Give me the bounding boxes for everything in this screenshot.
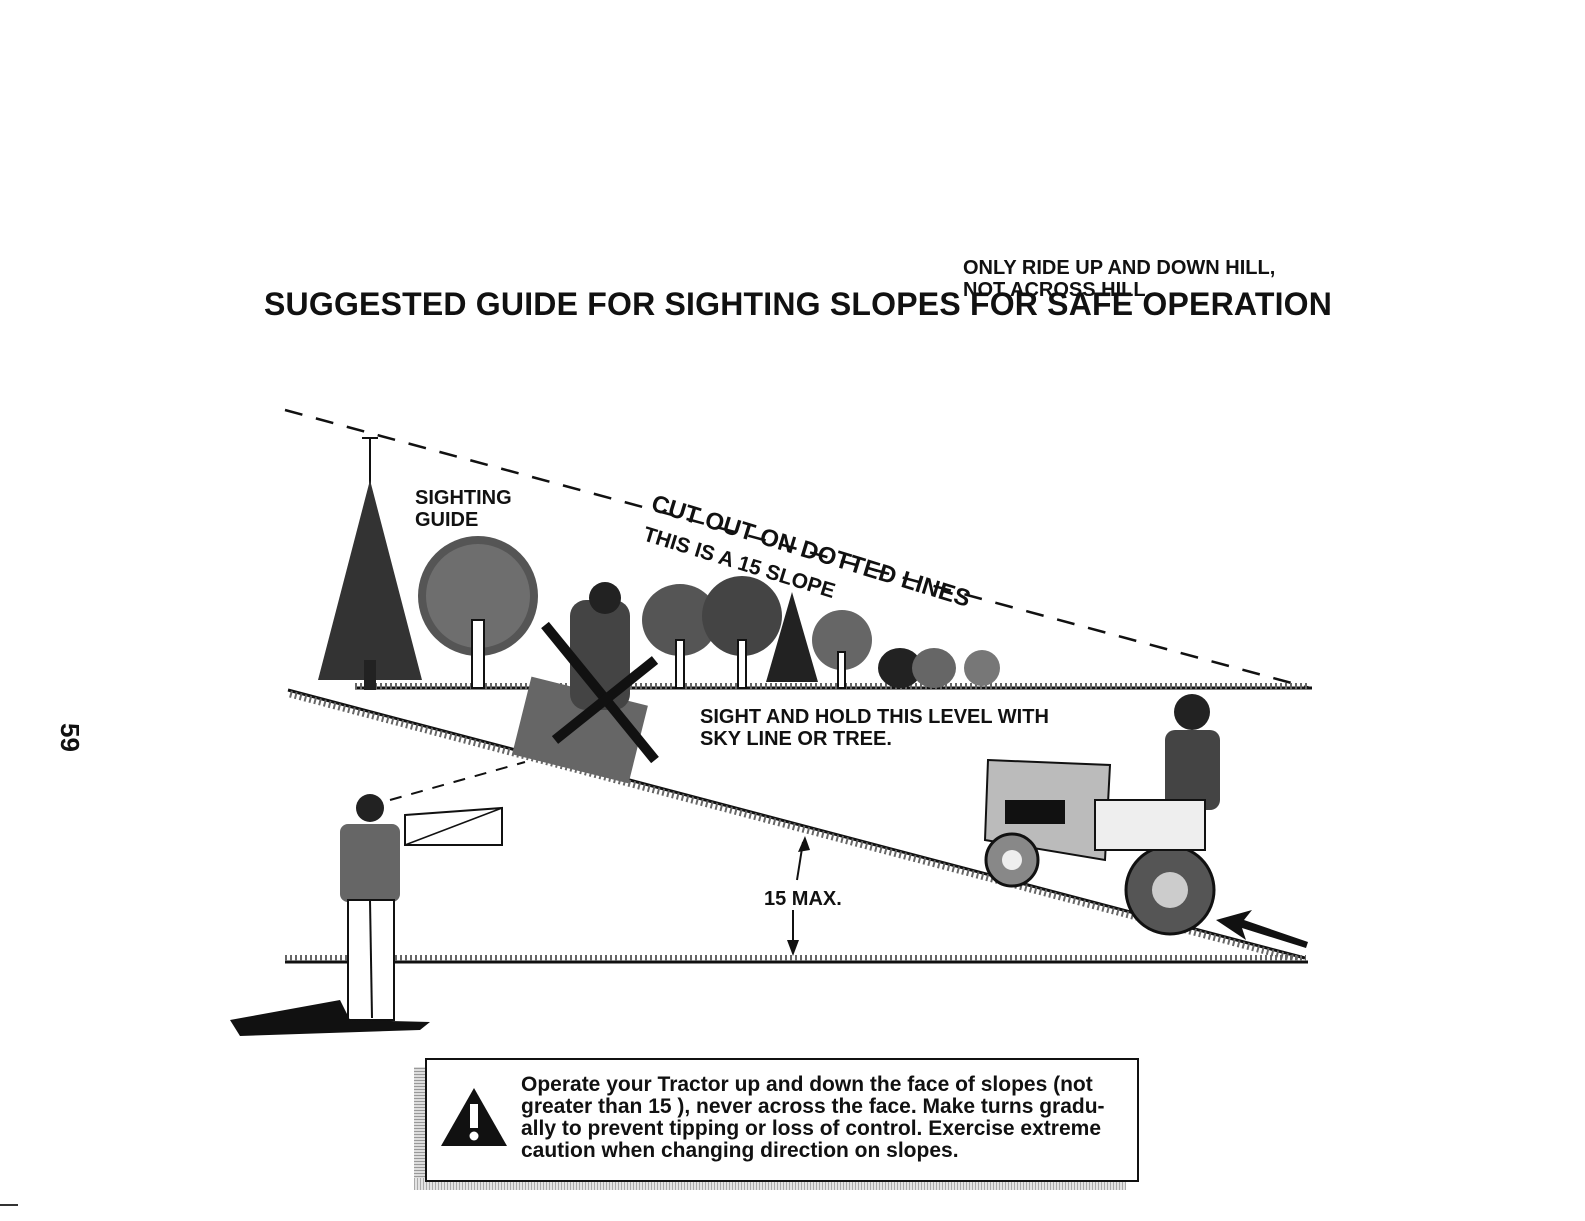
page-title: SUGGESTED GUIDE FOR SIGHTING SLOPES FOR …	[264, 286, 1333, 322]
tree-icon	[318, 480, 422, 690]
ride-instruction-label: ONLY RIDE UP AND DOWN HILL, NOT ACROSS H…	[963, 257, 1276, 301]
tree-icon	[642, 576, 1000, 689]
warning-shadow	[414, 1067, 428, 1189]
warning-box: Operate your Tractor up and down the fac…	[425, 1058, 1139, 1182]
tractor-across-hill-icon	[512, 582, 659, 784]
warning-text: Operate your Tractor up and down the fac…	[521, 1073, 1105, 1162]
warning-triangle-icon	[441, 1088, 507, 1146]
tractor-up-hill-icon	[983, 694, 1220, 936]
tree-icon	[418, 536, 538, 689]
sighting-guide-label: SIGHTING GUIDE	[415, 487, 512, 531]
sight-instruction-label: SIGHT AND HOLD THIS LEVEL WITH SKY LINE …	[700, 706, 1049, 750]
person-sighting-icon	[230, 794, 503, 1036]
max-angle-label: 15 MAX.	[764, 888, 842, 910]
sighting-dashed-line	[284, 408, 1311, 690]
page-corner-mark	[0, 1204, 18, 1206]
direction-arrow-icon	[1216, 910, 1308, 948]
